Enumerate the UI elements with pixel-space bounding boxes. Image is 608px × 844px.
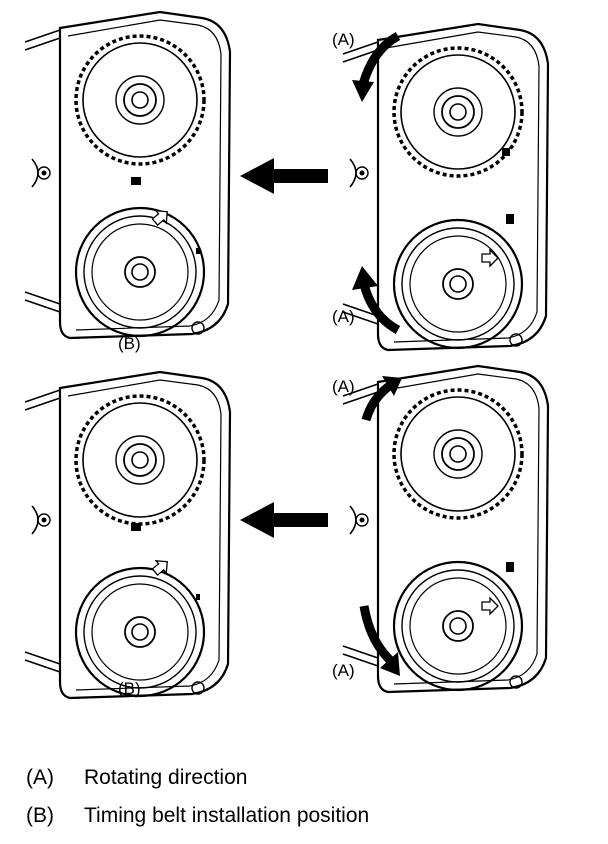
legend-text: Timing belt installation position (84, 804, 370, 827)
timing-belt-diagram: (A) (A) (B) (A) (A) (B) (23, 10, 550, 700)
label-a-1: (A) (332, 30, 355, 49)
transition-arrow-top (240, 158, 328, 194)
legend-item-rotating-direction: (A) Rotating direction (26, 766, 247, 790)
legend-code: (B) (26, 804, 54, 827)
label-b-1: (B) (118, 334, 141, 353)
engine-view-top-left (23, 10, 232, 340)
label-a-4: (A) (332, 661, 355, 680)
label-b-2: (B) (118, 679, 141, 698)
label-a-2: (A) (332, 307, 355, 326)
legend-code: (A) (26, 766, 54, 789)
engine-view-bottom-right (341, 364, 550, 694)
transition-arrow-bottom (240, 502, 328, 538)
engine-view-top-right (341, 22, 550, 352)
legend-item-installation-position: (B) Timing belt installation position (26, 804, 369, 828)
label-a-3: (A) (332, 377, 355, 396)
legend-text: Rotating direction (84, 766, 248, 789)
engine-view-bottom-left (23, 370, 232, 700)
